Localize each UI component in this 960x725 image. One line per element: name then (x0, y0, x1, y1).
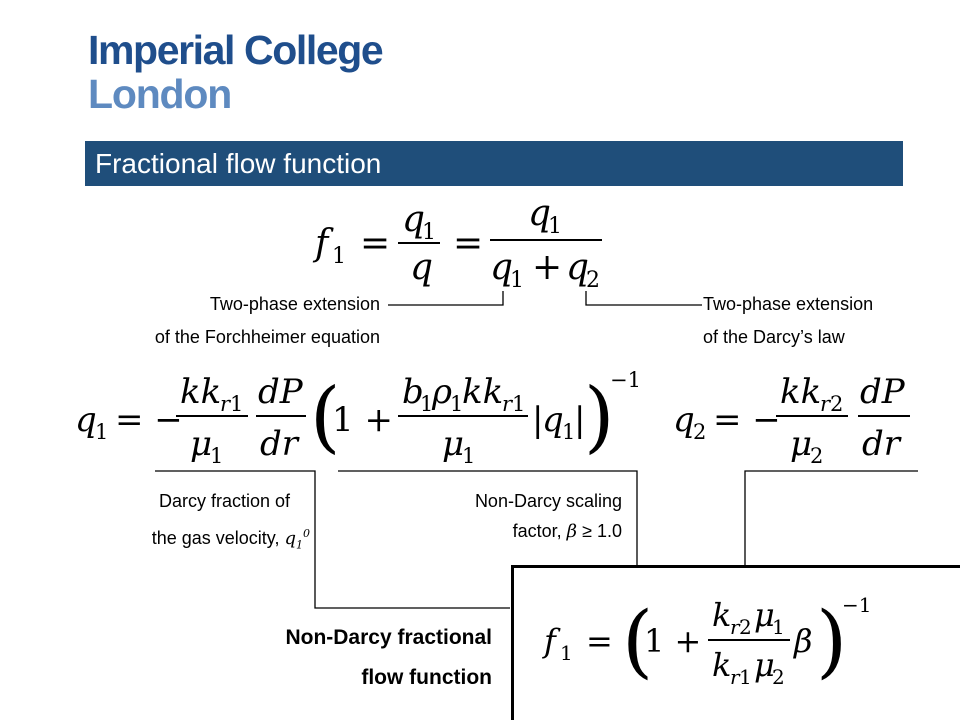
svg-text:μ: μ (190, 424, 212, 464)
svg-text:μ: μ (754, 596, 775, 634)
svg-text:1: 1 (422, 220, 436, 245)
equation-fractional-flow: f 1 = q1 q = q1 q1 + q2 (312, 195, 602, 290)
svg-text:1: 1 (95, 420, 108, 444)
svg-text:dr: dr (862, 424, 902, 464)
svg-text:=: = (586, 622, 613, 660)
svg-text:b: b (402, 372, 424, 412)
svg-text:k: k (712, 596, 731, 634)
svg-text:): ) (584, 372, 614, 462)
svg-text:2: 2 (830, 392, 843, 416)
svg-text:kk: kk (180, 372, 221, 412)
svg-text:dP: dP (258, 372, 304, 412)
label-scaling-value: ≥ 1.0 (582, 521, 622, 541)
svg-text:q: q (528, 195, 551, 234)
svg-text:1: 1 (560, 641, 573, 665)
logo-line-1: Imperial College (88, 27, 384, 73)
svg-text:1: 1 (210, 444, 223, 468)
label-forchheimer-line2: of the Forchheimer equation (154, 327, 380, 347)
label-darcy-fraction-text: the gas velocity, (151, 528, 280, 548)
svg-text:dr: dr (260, 424, 300, 464)
svg-text:1 +: 1 + (332, 400, 393, 440)
label-darcy-line1: Two-phase extension (703, 294, 874, 314)
svg-text:r: r (820, 392, 832, 416)
svg-text:1: 1 (562, 420, 575, 444)
svg-text:|: | (532, 400, 543, 440)
svg-text:k: k (712, 646, 731, 684)
svg-text:ρ: ρ (431, 372, 452, 412)
label-darcy-fraction-line1: Darcy fraction of (158, 491, 290, 511)
svg-text:2: 2 (586, 268, 600, 290)
svg-text:= −: = − (115, 400, 183, 440)
svg-text:q: q (410, 247, 433, 288)
svg-text:(: ( (310, 372, 340, 462)
svg-text:−1: −1 (842, 593, 871, 617)
svg-text:q: q (75, 400, 97, 440)
svg-text:1: 1 (450, 392, 463, 416)
svg-text:β: β (793, 622, 813, 660)
svg-text:μ: μ (790, 424, 812, 464)
svg-text:μ: μ (754, 646, 775, 684)
svg-text:2: 2 (739, 615, 752, 639)
svg-text:q: q (490, 247, 513, 288)
label-nondarcy-line2: flow function (361, 666, 492, 689)
title-bar: Fractional flow function (85, 141, 903, 186)
svg-text:1 +: 1 + (644, 622, 701, 660)
svg-text:1: 1 (510, 268, 524, 290)
svg-text:1: 1 (772, 615, 785, 639)
svg-text:kk: kk (780, 372, 821, 412)
label-scaling-line2: factor, β ≥ 1.0 (380, 516, 622, 547)
svg-text:1: 1 (512, 392, 525, 416)
svg-text:2: 2 (810, 444, 823, 468)
svg-text:): ) (816, 594, 847, 687)
svg-text:r: r (502, 392, 514, 416)
svg-text:f: f (542, 622, 561, 660)
svg-text:dP: dP (860, 372, 906, 412)
symbol-q1-zero: q10 (284, 527, 310, 552)
label-darcy-line2: of the Darcy’s law (703, 327, 845, 347)
label-darcy-fraction-line2: the gas velocity, q10 (40, 519, 310, 561)
label-scaling-text: factor, (512, 521, 562, 541)
label-nondarcy-line1: Non-Darcy fractional (285, 626, 492, 649)
label-scaling-line1: Non-Darcy scaling (474, 491, 622, 511)
svg-text:kk: kk (462, 372, 503, 412)
svg-text:2: 2 (693, 420, 706, 444)
svg-text:+: + (532, 247, 562, 288)
svg-text:1: 1 (739, 665, 752, 689)
svg-text:μ: μ (442, 424, 464, 464)
svg-text:1: 1 (462, 444, 475, 468)
svg-text:(: ( (622, 594, 653, 687)
svg-text:|: | (574, 400, 585, 440)
svg-text:q: q (673, 400, 695, 440)
svg-text:= −: = − (713, 400, 781, 440)
slide-title: Fractional flow function (95, 148, 382, 179)
svg-text:=: = (360, 223, 390, 264)
svg-text:q: q (566, 247, 589, 288)
svg-text:q: q (542, 400, 564, 440)
label-forchheimer-line1: Two-phase extension (209, 294, 380, 314)
svg-text:1: 1 (332, 244, 346, 269)
svg-text:r: r (730, 615, 741, 639)
svg-text:r: r (220, 392, 232, 416)
svg-text:2: 2 (772, 665, 785, 689)
imperial-logo: Imperial College London (88, 27, 384, 117)
svg-text:r: r (730, 665, 741, 689)
symbol-beta: β (566, 521, 578, 542)
svg-text:q: q (402, 199, 425, 240)
svg-text:=: = (453, 223, 483, 264)
svg-text:1: 1 (548, 214, 562, 239)
svg-text:−1: −1 (610, 368, 641, 392)
svg-text:1: 1 (230, 392, 243, 416)
logo-line-2: London (88, 71, 232, 117)
svg-text:1: 1 (420, 392, 433, 416)
